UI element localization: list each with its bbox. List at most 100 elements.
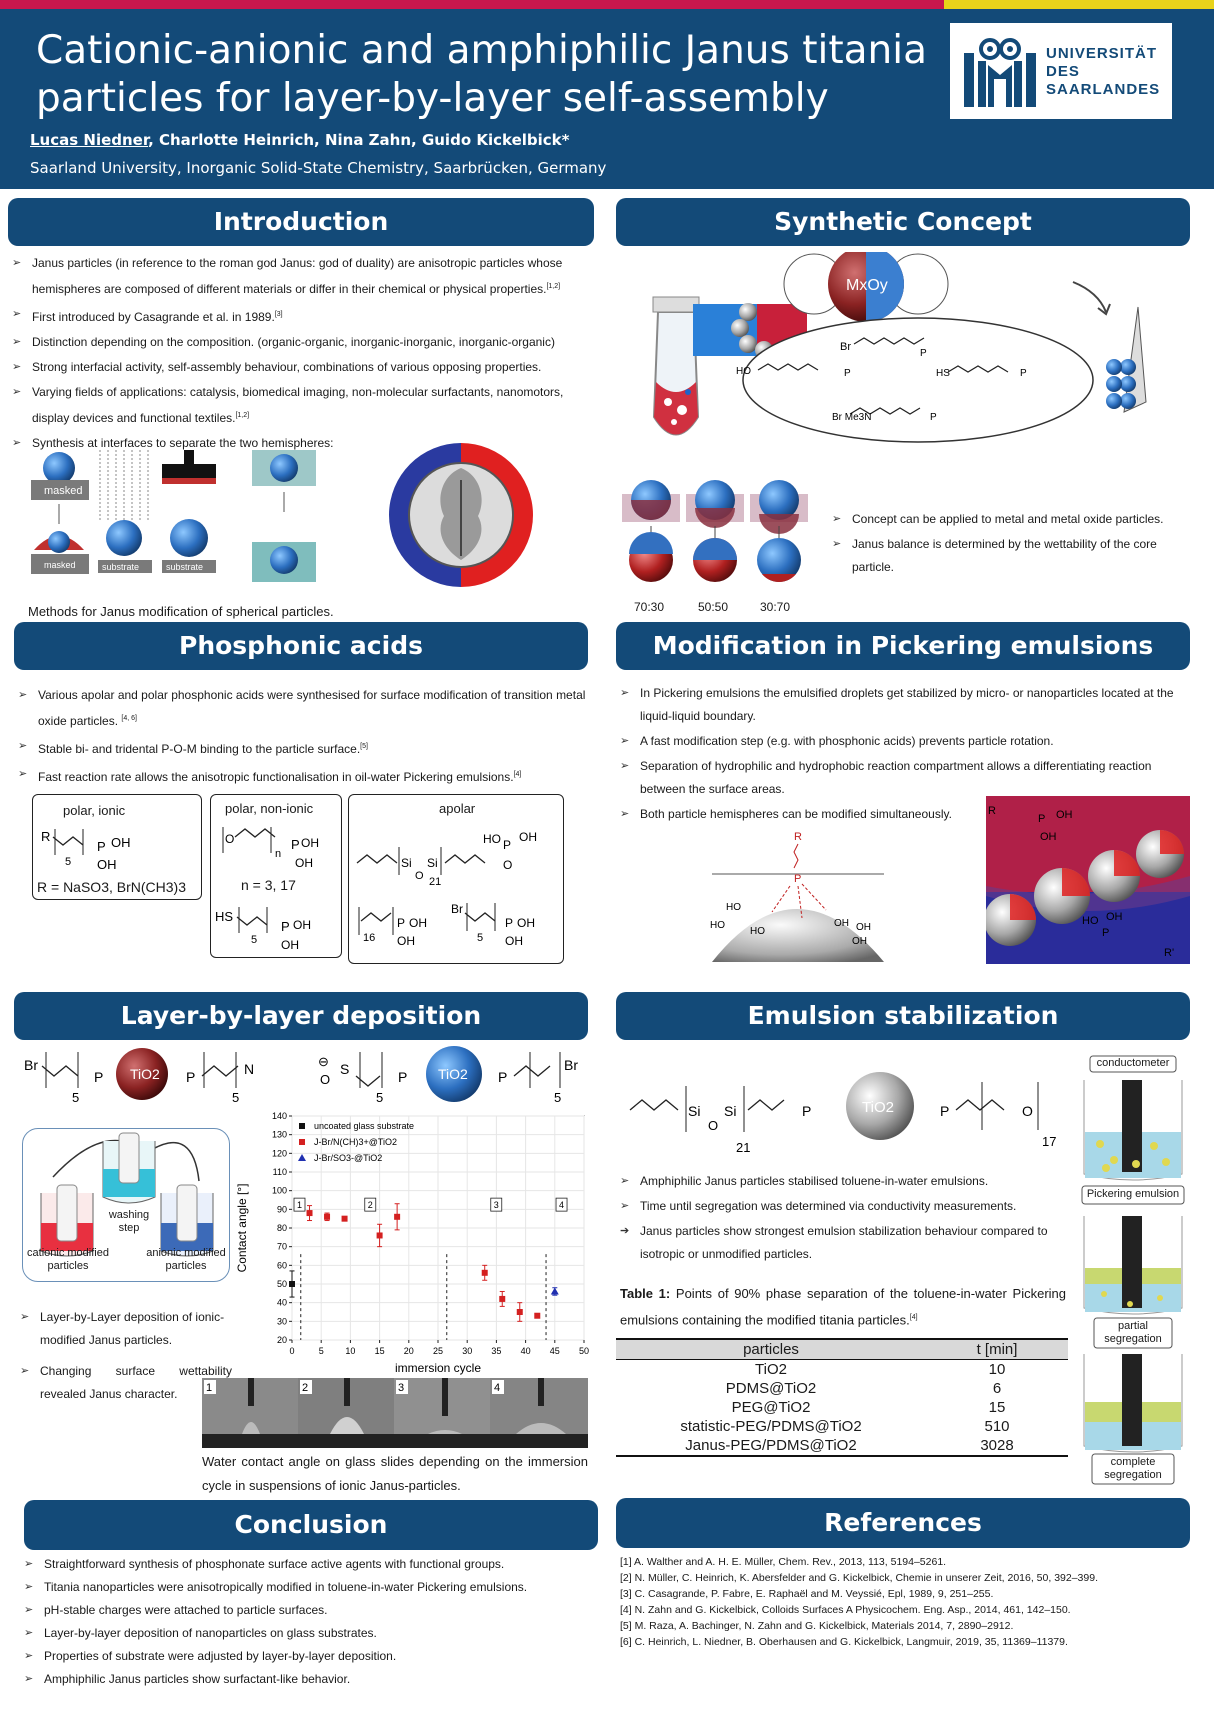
- conductometer-label: conductometer: [1096, 1057, 1170, 1069]
- x-tick-label: 35: [491, 1346, 501, 1356]
- legend-marker: [299, 1123, 305, 1129]
- svg-text:P: P: [94, 1069, 103, 1085]
- beaker-cycle-sketch: [40, 1132, 214, 1257]
- data-point: [516, 1309, 523, 1315]
- svg-text:P: P: [940, 1103, 949, 1119]
- svg-text:Si: Si: [427, 856, 438, 870]
- ratio-label: 50:50: [698, 600, 729, 614]
- data-points: [289, 1203, 559, 1322]
- svg-text:Br: Br: [564, 1057, 578, 1073]
- svg-text:P: P: [802, 1103, 811, 1119]
- legend-label: J-Br/SO3-@TiO2: [314, 1153, 382, 1163]
- svg-text:P: P: [844, 368, 851, 379]
- data-point: [376, 1232, 383, 1239]
- section-heading-synthetic-concept: Synthetic Concept: [616, 198, 1190, 246]
- reference-item: [4] N. Zahn and G. Kickelbick, Colloids …: [620, 1604, 1071, 1616]
- box-label: polar, ionic: [63, 803, 126, 818]
- svg-text:21: 21: [429, 876, 441, 885]
- data-point: [324, 1213, 331, 1220]
- svg-text:masked: masked: [44, 560, 76, 570]
- svg-text:OH: OH: [111, 835, 131, 850]
- svg-text:O: O: [1022, 1103, 1033, 1119]
- svg-text:Br Me3N: Br Me3N: [832, 412, 871, 423]
- reference-item: [3] C. Casagrande, P. Fabre, E. Raphaël …: [620, 1588, 994, 1600]
- list-item: Varying fields of applications: catalysi…: [12, 381, 594, 430]
- y-tick-label: 30: [277, 1316, 287, 1326]
- list-item: Stable bi- and tridental P-O-M binding t…: [18, 735, 588, 761]
- list-item: Strong interfacial activity, self-assemb…: [12, 356, 594, 379]
- svg-text:OH: OH: [409, 916, 427, 930]
- university-logo: UNIVERSITÄT DES SAARLANDES: [950, 23, 1172, 119]
- section-heading-introduction: Introduction: [8, 198, 594, 246]
- chain-length-label: n = 3, 17: [241, 877, 296, 893]
- box-label: polar, non-ionic: [225, 801, 314, 816]
- list-item: Synthesis at interfaces to separate the …: [12, 432, 594, 455]
- y-tick-label: 110: [273, 1167, 287, 1177]
- ionic-janus-particle-structures: Br 5 P TiO2 P 5N ⊖OS 5 P TiO2 P 5Br: [24, 1046, 578, 1105]
- svg-text:HS: HS: [936, 368, 950, 379]
- svg-text:Br: Br: [840, 341, 851, 353]
- list-item: Changing surface wettability revealed Ja…: [20, 1360, 232, 1406]
- top-accent-bar: [0, 0, 1214, 9]
- list-item: A fast modification step (e.g. with phos…: [620, 730, 1186, 753]
- svg-text:P: P: [281, 919, 290, 934]
- svg-text:P: P: [505, 916, 513, 930]
- co-authors: , Charlotte Heinrich, Nina Zahn, Guido K…: [148, 131, 570, 149]
- svg-text:5: 5: [232, 1090, 239, 1105]
- conductometer-sketch: [1081, 1055, 1185, 1485]
- photo-label: 3: [398, 1382, 404, 1394]
- x-tick-label: 0: [289, 1346, 294, 1356]
- contact-angle-photos: 1 2 3 4: [202, 1378, 588, 1448]
- list-item: Amphiphilic Janus particles show surfact…: [24, 1669, 598, 1690]
- region-box: [490, 1197, 503, 1212]
- chart-legend: uncoated glass substrateJ-Br/N(CH)3+@TiO…: [298, 1121, 414, 1163]
- svg-text:R: R: [988, 805, 996, 817]
- svg-text:HO: HO: [736, 366, 751, 377]
- svg-text:Si: Si: [401, 856, 412, 870]
- svg-text:HO: HO: [726, 902, 741, 913]
- svg-text:R: R: [41, 829, 50, 844]
- list-item: Titania nanoparticles were anisotropical…: [24, 1577, 598, 1598]
- svg-text:OH: OH: [517, 916, 535, 930]
- reference-item: [5] M. Raza, A. Bachinger, N. Zahn and G…: [620, 1620, 1014, 1632]
- svg-text:S: S: [340, 1061, 349, 1077]
- list-item: In Pickering emulsions the emulsified dr…: [620, 682, 1186, 728]
- svg-text:OH: OH: [295, 856, 313, 870]
- svg-text:Si: Si: [688, 1103, 700, 1119]
- lbl-process-scheme: washing step cationic modified particles…: [22, 1128, 230, 1282]
- svg-text:OH: OH: [397, 934, 415, 948]
- legend-label: uncoated glass substrate: [314, 1121, 414, 1131]
- svg-text:P: P: [291, 837, 300, 852]
- data-point: [534, 1312, 541, 1319]
- region-box: [364, 1197, 377, 1212]
- logo-line-3: SAARLANDES: [1046, 81, 1161, 98]
- svg-text:R': R': [1164, 947, 1174, 959]
- region-dividers: [300, 1254, 547, 1340]
- svg-text:5: 5: [65, 856, 71, 868]
- conclusion-bullets: Straightforward synthesis of phosphonate…: [24, 1554, 598, 1692]
- y-tick-label: 90: [277, 1204, 287, 1214]
- y-axis-label: Contact angle [°]: [235, 1184, 249, 1273]
- svg-text:HO: HO: [750, 926, 765, 937]
- list-item: Separation of hydrophilic and hydrophobi…: [620, 755, 1186, 801]
- x-tick-label: 45: [550, 1346, 560, 1356]
- svg-text:N: N: [244, 1061, 254, 1077]
- core-label-tio2: TiO2: [438, 1066, 468, 1082]
- anionic-label: anionic modified particles: [146, 1247, 226, 1272]
- logo-line-2: DES: [1046, 63, 1080, 80]
- janus-balance-sketch: [622, 480, 808, 583]
- svg-text:OH: OH: [301, 836, 319, 850]
- complete-segregation-label: complete segregation: [1104, 1456, 1162, 1481]
- introduction-figure-caption: Methods for Janus modification of spheri…: [28, 604, 334, 619]
- svg-text:O: O: [708, 1118, 718, 1133]
- svg-text:16: 16: [363, 932, 375, 944]
- list-item: Various apolar and polar phosphonic acid…: [18, 684, 588, 733]
